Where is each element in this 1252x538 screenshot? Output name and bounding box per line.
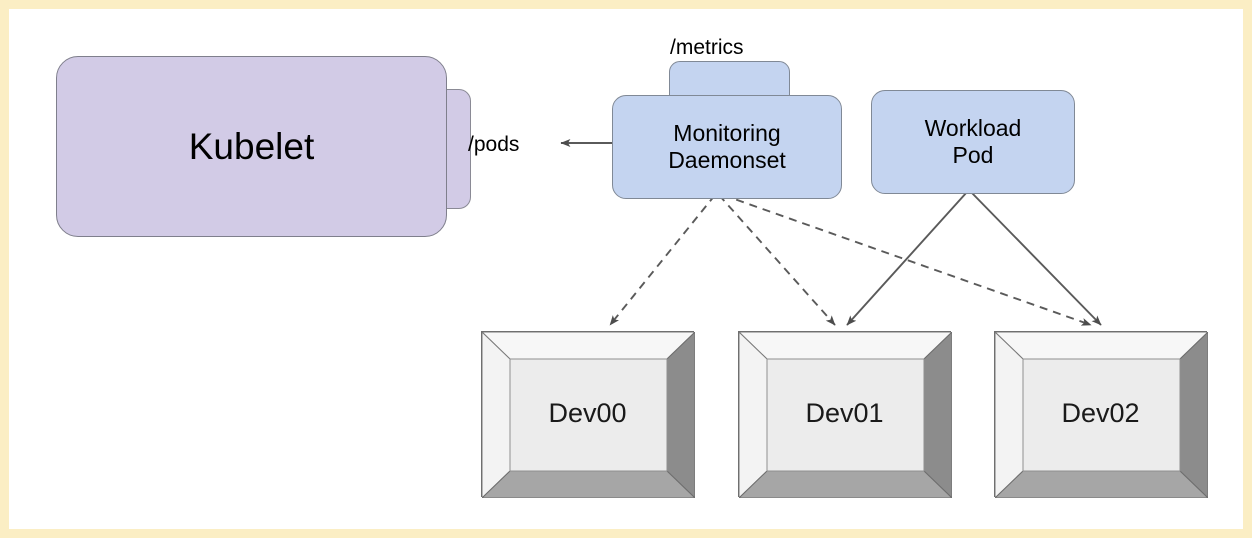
edge-ds-to-dev00 bbox=[609, 194, 716, 326]
dev02-bevel bbox=[995, 332, 1208, 498]
dev01-bevel bbox=[739, 332, 952, 498]
diagram-inner-surface: Kubelet /pods /metrics Monitoring Daemon… bbox=[9, 9, 1243, 529]
node-kubelet[interactable]: Kubelet bbox=[56, 56, 471, 246]
monitoring-daemonset-body: Monitoring Daemonset bbox=[612, 95, 842, 199]
kubelet-label: Kubelet bbox=[188, 125, 315, 167]
edge-ds-to-dev02 bbox=[722, 194, 1092, 326]
dev00-bevel bbox=[482, 332, 695, 498]
edge-label-metrics: /metrics bbox=[670, 36, 744, 59]
node-dev01[interactable]: Dev01 bbox=[738, 331, 952, 498]
edge-label-pods: /pods bbox=[468, 133, 520, 156]
edge-workload-to-dev01 bbox=[846, 191, 968, 326]
node-monitoring-daemonset[interactable]: Monitoring Daemonset bbox=[612, 61, 842, 201]
edge-workload-to-dev02 bbox=[970, 191, 1102, 326]
node-dev00[interactable]: Dev00 bbox=[481, 331, 695, 498]
monitoring-daemonset-label: Monitoring Daemonset bbox=[668, 119, 786, 173]
node-dev02[interactable]: Dev02 bbox=[994, 331, 1208, 498]
node-workload-pod[interactable]: Workload Pod bbox=[871, 90, 1075, 194]
kubelet-body: Kubelet bbox=[56, 56, 447, 237]
workload-pod-label: Workload Pod bbox=[924, 114, 1022, 168]
edge-ds-to-dev01 bbox=[718, 194, 836, 326]
